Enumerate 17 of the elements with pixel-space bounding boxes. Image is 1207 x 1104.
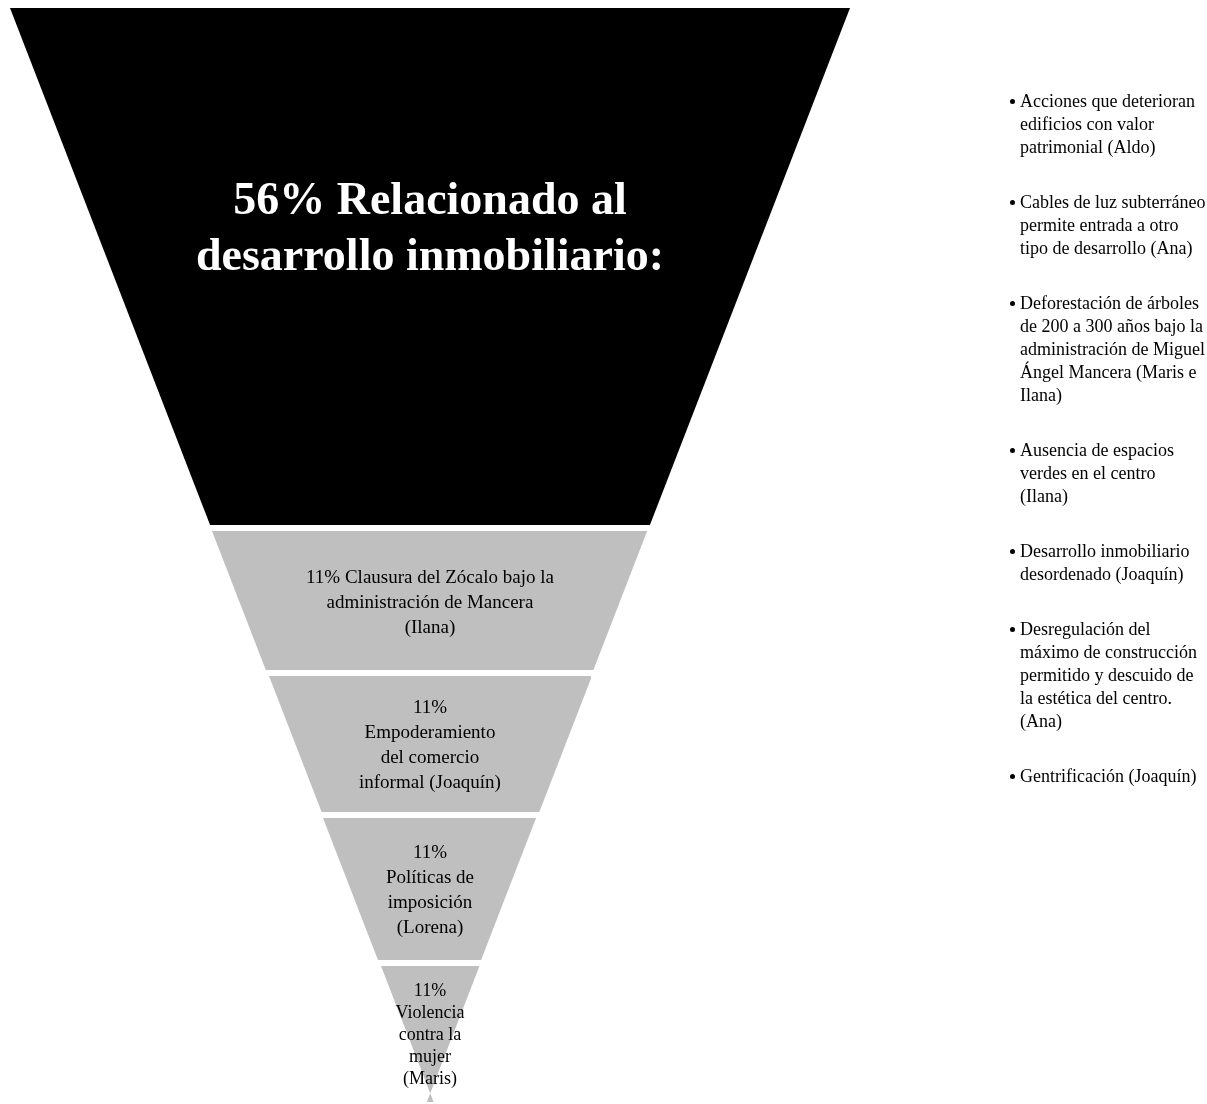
bullet-text: Deforestación de árboles de 200 a 300 años bajo la administración de Miguel Ángel Mancera (Maris e Ilana) [1020,292,1206,407]
funnel-segment [380,966,480,1102]
bullet-text: Cables de luz subterráneo permite entrada a otro tipo de desarrollo (Ana) [1020,191,1207,260]
bullet-text: Ausencia de espacios verdes en el centro (Ilana) [1020,439,1175,508]
bullet-text: Desregulación del máximo de construcción permitido y descuido de la estética del centro. (Ana) [1020,618,1198,733]
segment-label: 11% Clausura del Zócalo bajo la administración de Mancera (Ilana) [305,564,555,638]
bullet-text: Acciones que deterioran edificios con valor patrimonial (Aldo) [1020,90,1196,159]
funnel-segment [268,676,592,812]
bullet-text: Gentrificación (Joaquín) [1020,765,1198,788]
segment-label: 11% Violencia contra la mujer (Maris) [394,979,466,1089]
funnel-segment [10,8,850,525]
segment-label: 56% Relacionado al desarrollo inmobiliario: [194,171,666,282]
funnel-segment [323,818,537,960]
segment-label: 11% Empoderamiento del comercio informal (Joaquín) [358,695,502,794]
segment-label: 11% Políticas de imposición (Lorena) [384,840,476,939]
bullet-text: Desarrollo inmobiliario desordenado (Joaquín) [1020,540,1191,586]
funnel-segment [212,531,648,670]
